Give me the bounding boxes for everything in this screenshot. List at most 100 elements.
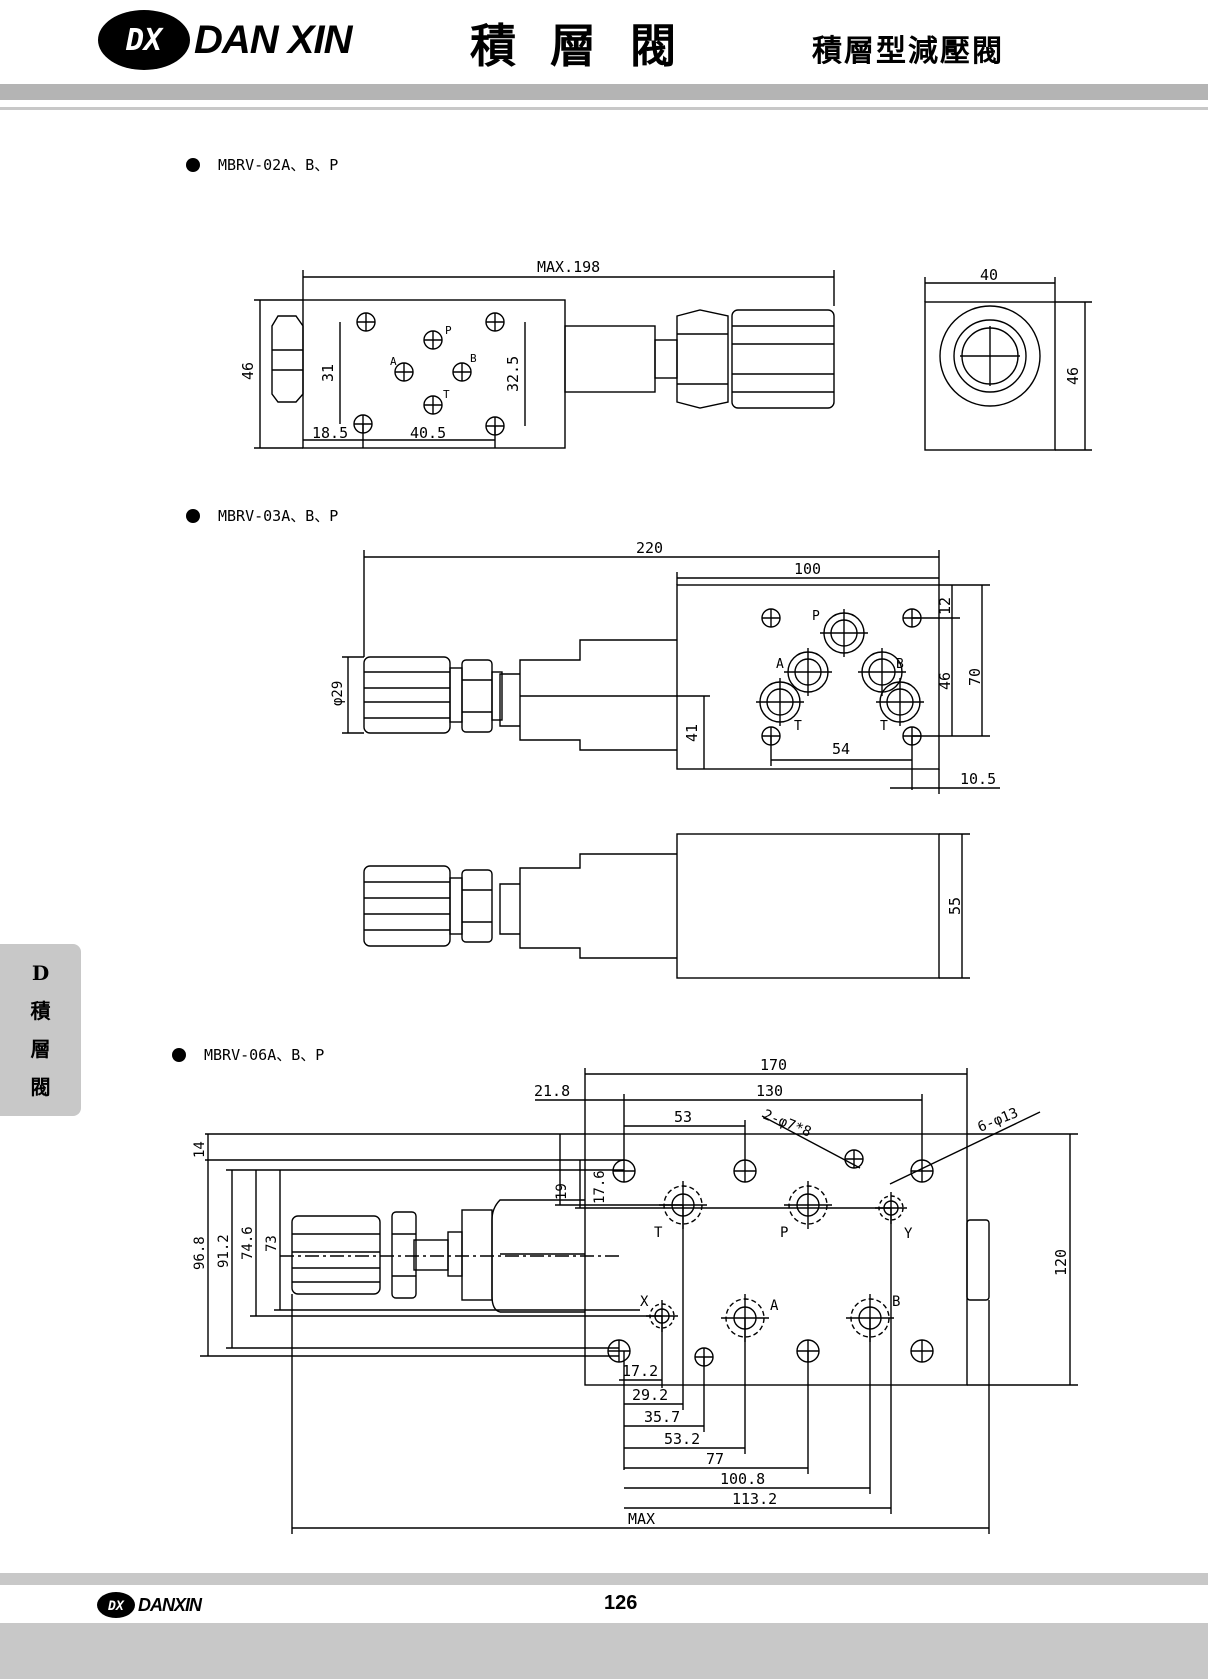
dim-74-6: 74.6 xyxy=(240,1226,256,1260)
port-b-label: B xyxy=(896,657,904,672)
dim-170: 170 xyxy=(760,1056,787,1074)
port-t-label: T xyxy=(443,388,450,401)
dim-width-40: 40 xyxy=(980,266,998,284)
dim-91-2: 91.2 xyxy=(216,1234,232,1268)
dim-53-2: 53.2 xyxy=(664,1430,700,1448)
section-title: MBRV-06A、B、P xyxy=(204,1046,325,1064)
page-number: 126 xyxy=(604,1592,638,1614)
dim-31: 31 xyxy=(319,364,337,382)
dim-side-46: 46 xyxy=(1064,367,1082,385)
adjust-knob xyxy=(731,309,835,409)
dim-120: 120 xyxy=(1052,1249,1070,1276)
side-tab-char: 積 xyxy=(30,999,51,1023)
dim-height-46: 46 xyxy=(239,362,257,380)
adjust-knob xyxy=(363,656,451,734)
dim-6-phi13: 6-φ13 xyxy=(976,1105,1021,1136)
port-y-label: Y xyxy=(904,1226,913,1242)
dim-max-198: MAX.198 xyxy=(537,258,600,276)
section-title: MBRV-02A、B、P xyxy=(218,156,339,174)
dim-dia-29: φ29 xyxy=(330,681,346,706)
end-nut xyxy=(271,315,304,403)
port-p-label: P xyxy=(445,324,452,337)
page-title: 積層閥 xyxy=(470,19,710,73)
dim-46: 46 xyxy=(936,672,954,690)
valve-side-view-02 xyxy=(924,301,1056,451)
header-rule xyxy=(0,107,1208,110)
dim-73: 73 xyxy=(264,1235,280,1252)
valve-side-view-03 xyxy=(676,833,940,979)
dim-2-phi7x8: 2-φ7*8 xyxy=(761,1107,814,1141)
valve-body-03 xyxy=(676,584,940,770)
lock-nut xyxy=(676,309,729,409)
adjust-knob xyxy=(291,1215,381,1295)
dim-21-8: 21.8 xyxy=(534,1082,570,1100)
dim-10-5: 10.5 xyxy=(960,770,996,788)
side-tab-char: 閥 xyxy=(30,1075,51,1099)
port-t-label: T xyxy=(654,1225,663,1241)
dim-12: 12 xyxy=(936,597,954,615)
side-tab-letter: D xyxy=(31,961,50,985)
bullet-icon xyxy=(186,508,200,523)
port-x-label: X xyxy=(640,1294,649,1310)
drawing-mbrv-02: P A B T MAX.198 46 31 32.5 18.5 40.5 40 … xyxy=(239,258,1092,451)
footer-logo: DX DANXIN xyxy=(96,1591,202,1619)
dim-17-6: 17.6 xyxy=(592,1170,608,1204)
dim-96-8: 96.8 xyxy=(192,1236,208,1270)
dim-max: MAX xyxy=(628,1510,655,1528)
brand-name: DAN XIN xyxy=(194,17,352,62)
port-t-label: T xyxy=(880,719,888,734)
dx-logo-icon: DX xyxy=(98,10,190,70)
page-subtitle: 積層型減壓閥 xyxy=(812,34,1004,69)
footer-brand: DANXIN xyxy=(138,1594,202,1615)
adjust-knob xyxy=(363,865,451,947)
side-tab-char: 層 xyxy=(30,1037,51,1061)
port-p-label: P xyxy=(812,609,820,624)
valve-body-06 xyxy=(584,1133,968,1386)
port-b-label: B xyxy=(470,352,477,365)
section-label-06: MBRV-06A、B、P xyxy=(172,1044,324,1065)
dim-29-2: 29.2 xyxy=(632,1386,668,1404)
port-b-label: B xyxy=(892,1294,900,1310)
dim-100-8: 100.8 xyxy=(720,1470,765,1488)
dim-35-7: 35.7 xyxy=(644,1408,680,1426)
dim-14: 14 xyxy=(192,1141,208,1158)
dim-53: 53 xyxy=(674,1108,692,1126)
dim-70: 70 xyxy=(966,668,984,686)
dim-220: 220 xyxy=(636,539,663,557)
bullet-icon xyxy=(172,1047,186,1062)
port-a-label: A xyxy=(776,657,784,672)
dim-17-2: 17.2 xyxy=(622,1362,658,1380)
header-bar xyxy=(0,84,1208,100)
drawing-mbrv-06: T P Y X A B 170 21.8 130 53 2-φ7*8 6-φ13… xyxy=(192,1056,1078,1534)
drawing-mbrv-03: P A B T T 220 100 φ29 41 12 46 70 54 10.… xyxy=(330,539,1000,979)
section-label-03: MBRV-03A、B、P xyxy=(186,505,338,526)
header-logo: DX DAN XIN xyxy=(96,8,352,72)
logo-mark-text: DX xyxy=(107,1599,125,1614)
port-a-label: A xyxy=(390,355,397,368)
logo-mark-text: DX xyxy=(125,23,164,58)
dim-54: 54 xyxy=(832,740,850,758)
port-p-label: P xyxy=(780,1225,788,1241)
dim-100: 100 xyxy=(794,560,821,578)
bullet-icon xyxy=(186,157,200,172)
port-t-label: T xyxy=(794,719,802,734)
section-title: MBRV-03A、B、P xyxy=(218,507,339,525)
dim-55: 55 xyxy=(946,897,964,915)
dim-77: 77 xyxy=(706,1450,724,1468)
footer-bar xyxy=(0,1623,1208,1679)
dim-32-5: 32.5 xyxy=(504,356,522,392)
dim-130: 130 xyxy=(756,1082,783,1100)
footer-rule xyxy=(0,1573,1208,1585)
section-label-02: MBRV-02A、B、P xyxy=(186,154,338,175)
dx-logo-icon: DX xyxy=(97,1592,135,1618)
dim-41: 41 xyxy=(683,724,701,742)
lock-nut xyxy=(391,1211,417,1299)
side-tab: D 積 層 閥 xyxy=(0,944,81,1116)
port-a-label: A xyxy=(770,1298,779,1314)
dim-19: 19 xyxy=(554,1183,570,1200)
dim-40-5: 40.5 xyxy=(410,424,446,442)
dim-113-2: 113.2 xyxy=(732,1490,777,1508)
dim-18-5: 18.5 xyxy=(312,424,348,442)
